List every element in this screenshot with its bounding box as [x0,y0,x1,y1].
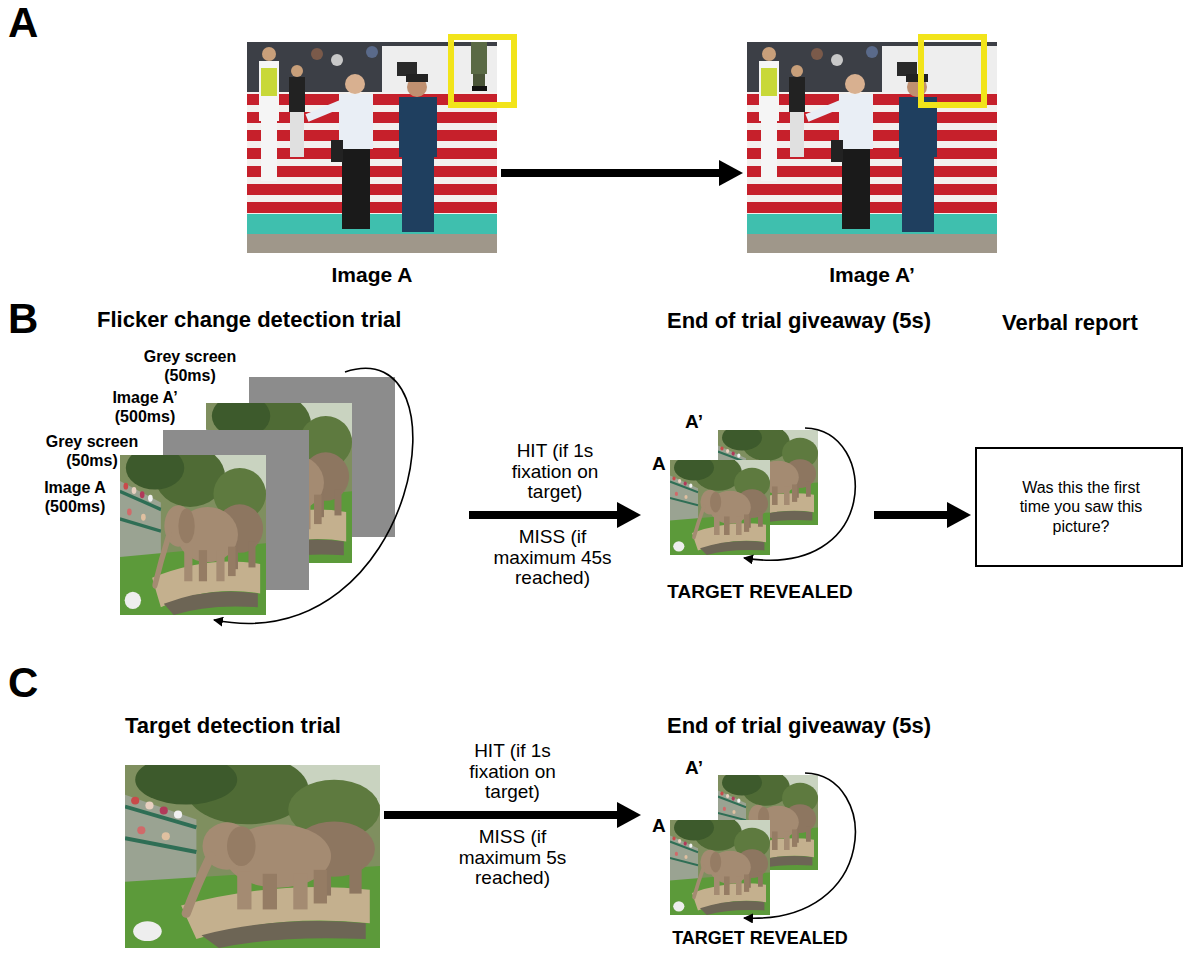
panel-letter: B [8,298,38,340]
art-rect [473,74,485,87]
panel-title: End of trial giveaway (5s) [667,713,931,739]
loop-arrow [744,773,855,918]
frame-label: Grey screen (50ms) [135,347,245,385]
flicker-stack: Flicker change detection trialGrey scree… [20,305,465,625]
panel-letter: A [8,2,38,44]
frame-label: Grey screen (50ms) [37,432,147,470]
image-tag: A [652,815,666,838]
outcome-label: MISS (if maximum 45s reached) [485,527,620,589]
reveal-caption: TARGET REVEALED [650,581,870,604]
frame-label: Image A’ (500ms) [90,388,200,426]
panel-title: Verbal report [1002,310,1138,336]
frame-label: Image A (500ms) [20,478,130,516]
image-caption: Image A [247,262,497,287]
panel-title: Flicker change detection trial [97,307,401,333]
panel-title: Target detection trial [125,713,341,739]
image-caption: Image A’ [747,262,997,287]
photo-panel: Target detection trial [125,765,380,948]
flow-arrow [874,511,949,519]
scene-photo [120,446,266,615]
reveal-caption: TARGET REVEALED [650,581,870,604]
image-tag: A’ [685,411,703,434]
scene-photo [125,755,380,948]
loop-arrow [214,368,413,623]
image-tag: A [652,815,666,838]
outcome-label: HIT (if 1s fixation on target) [488,441,623,503]
scene-photo [670,815,770,915]
flow-arrow [384,811,619,819]
reveal-caption: TARGET REVEALED [650,928,870,950]
panel-title: Target detection trial [125,713,341,739]
art-rect [472,86,487,91]
outcome-label: MISS (if maximum 5s reached) [445,827,580,889]
outcome-label: MISS (if maximum 45s reached) [485,527,620,589]
image-caption: Image A [247,262,497,287]
panel-title: End of trial giveaway (5s) [667,308,931,334]
flow-arrow [501,169,721,177]
scene-photo [247,42,497,253]
giveaway-stack: End of trial giveaway (5s)A’ATARGET REVE… [645,405,870,605]
panel-letter: C [8,662,38,704]
removed-soldier [471,42,487,91]
reveal-caption: TARGET REVEALED [650,928,870,950]
frame-label: Image A’ (500ms) [90,388,200,426]
art-rect [471,42,487,74]
panel-letter: B [8,298,38,340]
question-text: Was this the first time you saw this pic… [1006,478,1156,536]
panel-title: Flicker change detection trial [97,307,401,333]
frame-label: Grey screen (50ms) [37,432,147,470]
panel-letter: A [8,2,38,44]
change-highlight [921,37,984,105]
panel-title: Verbal report [1002,310,1138,336]
giveaway-stack: End of trial giveaway (5s)A’ATARGET REVE… [645,760,870,950]
scene-photo [670,455,770,555]
outcome-label: HIT (if 1s fixation on target) [488,441,623,503]
image-tag: A’ [685,757,703,780]
panel-title: End of trial giveaway (5s) [667,713,931,739]
panel-letter: C [8,662,38,704]
change-highlight [451,37,514,105]
panel-title: End of trial giveaway (5s) [667,308,931,334]
outcome-label: MISS (if maximum 5s reached) [445,827,580,889]
outcome-label: HIT (if 1s fixation on target) [445,741,580,803]
image-tag: A [652,453,666,476]
image-tag: A’ [685,411,703,434]
image-tag: A’ [685,757,703,780]
outcome-label: HIT (if 1s fixation on target) [445,741,580,803]
photo-panel: Image A [247,42,497,253]
image-caption: Image A’ [747,262,997,287]
frame-label: Grey screen (50ms) [135,347,245,385]
image-tag: A [652,453,666,476]
flow-arrow [469,511,619,519]
loop-arrow [744,428,855,560]
photo-panel: Image A’ [747,42,997,253]
frame-label: Image A (500ms) [20,478,130,516]
scene-photo [747,42,997,253]
report-box: Verbal reportWas this the first time you… [975,447,1183,567]
question-text: Was this the first time you saw this pic… [1006,478,1156,536]
